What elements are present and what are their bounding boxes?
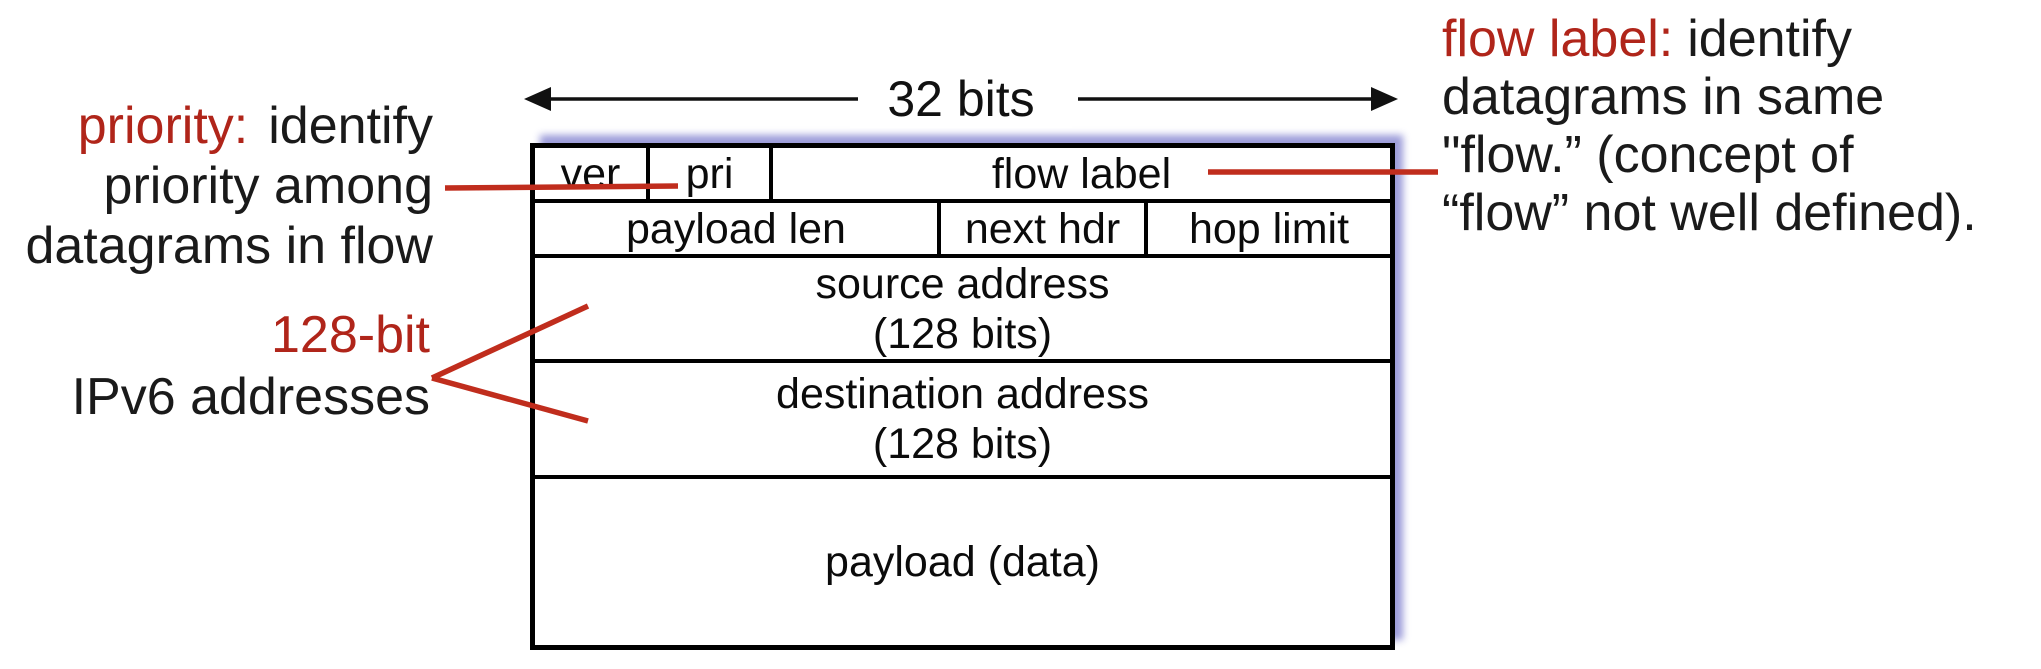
destination-address-label: destination address <box>776 370 1149 418</box>
table-row-destination-address: destination address (128 bits) <box>535 363 1390 479</box>
priority-annotation-line2: priority among <box>103 157 433 215</box>
ipv6-header-table: ver pri flow label payload len next hdr … <box>530 143 1395 650</box>
priority-annotation-line1: priority: identify <box>0 96 433 156</box>
source-address-label: source address <box>815 259 1110 308</box>
addresses-term: 128-bit <box>271 306 430 364</box>
width-arrow-right-head-icon <box>1371 87 1398 111</box>
priority-term: priority: <box>77 97 249 155</box>
cell-flow-label: flow label <box>991 149 1172 198</box>
priority-annotation: priority: identify priority among datagra… <box>0 96 433 276</box>
flow-label-annotation-line1: flow label:identify <box>1442 10 2037 68</box>
flow-label-annotation: flow label:identify datagrams in same "f… <box>1442 10 2037 242</box>
flow-label-annotation-line2: datagrams in same <box>1442 68 1885 126</box>
cell-next-hdr: next hdr <box>941 203 1148 254</box>
cell-hop-limit: hop limit <box>1188 204 1350 253</box>
priority-line1-rest: identify <box>268 97 433 155</box>
cell-destination-address: destination address (128 bits) <box>535 363 1390 475</box>
32-bits-label: 32 bits <box>850 70 1072 128</box>
width-arrow-left-head-icon <box>524 87 551 111</box>
table-row-payload: payload (data) <box>535 479 1390 645</box>
flow-label-annotation-line3: "flow.” (concept of <box>1442 126 1854 184</box>
flow-label-line1-rest: identify <box>1687 10 1852 68</box>
table-row-source-address: source address (128 bits) <box>535 258 1390 363</box>
destination-address-bits: (128 bits) <box>872 420 1053 468</box>
source-address-bits: (128 bits) <box>872 309 1053 358</box>
cell-payload-len: payload len <box>535 203 941 254</box>
cell-source-address: source address (128 bits) <box>535 258 1390 359</box>
addresses-annotation-line2: IPv6 addresses <box>71 368 430 426</box>
table-row-2: payload len next hdr hop limit <box>535 203 1390 258</box>
cell-pri: pri <box>650 148 773 199</box>
priority-annotation-line3: datagrams in flow <box>25 217 433 275</box>
cell-payload: payload (data) <box>825 538 1100 586</box>
table-row-1: ver pri flow label <box>535 148 1390 203</box>
addresses-annotation: 128-bit IPv6 addresses <box>0 304 430 428</box>
cell-ver: ver <box>535 148 650 199</box>
flow-label-term: flow label: <box>1442 10 1674 68</box>
flow-label-annotation-line4: “flow” not well defined). <box>1442 184 1977 242</box>
